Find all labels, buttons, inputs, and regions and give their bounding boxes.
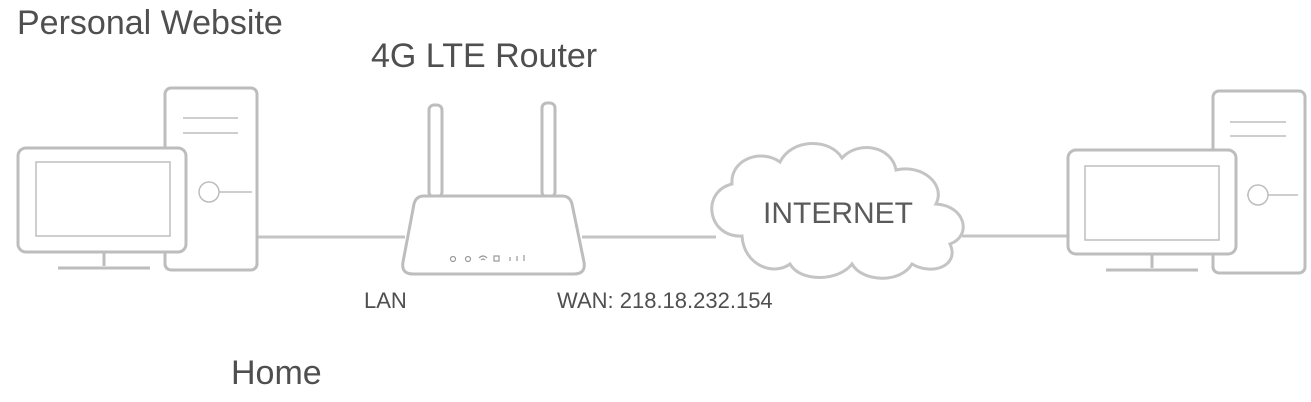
personal-website-title: Personal Website	[17, 4, 283, 42]
router-icon	[401, 101, 586, 276]
home-title: Home	[231, 354, 322, 392]
router-title: 4G LTE Router	[371, 37, 598, 75]
cloud-icon: INTERNET	[710, 142, 965, 280]
internet-label: INTERNET	[763, 197, 913, 230]
left-computer-icon	[16, 86, 259, 272]
lan-label: LAN	[364, 288, 407, 313]
wan-address-label: WAN: 218.18.232.154	[557, 288, 773, 313]
right-computer-icon	[1066, 89, 1307, 275]
